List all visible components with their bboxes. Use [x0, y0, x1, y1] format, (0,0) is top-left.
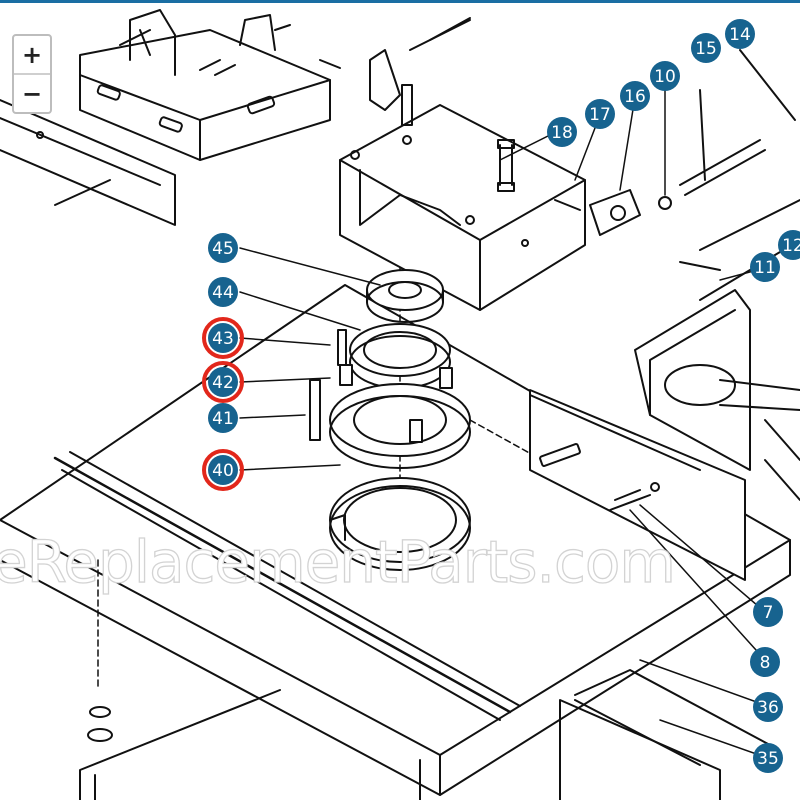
callout-bubble: [208, 233, 238, 263]
callout-label: 16: [624, 87, 646, 107]
zoom-out-button[interactable]: −: [21, 79, 43, 108]
callout-41[interactable]: 41: [208, 403, 238, 433]
callout-bubble: [725, 19, 755, 49]
zoom-control: + −: [12, 34, 52, 114]
callout-bubble: [753, 692, 783, 722]
callout-label: 15: [695, 39, 717, 59]
callout-bubble: [753, 743, 783, 773]
callout-7[interactable]: 7: [753, 597, 783, 627]
callout-label: 7: [763, 603, 774, 623]
callout-35[interactable]: 35: [753, 743, 783, 773]
callout-bubble: [778, 230, 800, 260]
callout-bubble: [620, 81, 650, 111]
callout-bubble: [585, 99, 615, 129]
callout-label: 10: [654, 67, 676, 87]
callout-label: 41: [212, 409, 234, 429]
zoom-divider: [14, 73, 50, 75]
top-accent-bar: [0, 0, 800, 3]
callout-10[interactable]: 10: [650, 61, 680, 91]
zoom-in-button[interactable]: +: [21, 40, 43, 69]
callout-18[interactable]: 18: [547, 117, 577, 147]
callout-45[interactable]: 45: [208, 233, 238, 263]
callout-16[interactable]: 16: [620, 81, 650, 111]
callout-14[interactable]: 14: [725, 19, 755, 49]
callout-44[interactable]: 44: [208, 277, 238, 307]
callout-36[interactable]: 36: [753, 692, 783, 722]
callout-label: 44: [212, 283, 234, 303]
callout-17[interactable]: 17: [585, 99, 615, 129]
callout-bubble: [208, 367, 238, 397]
watermark-text: eReplacementParts.com: [0, 528, 675, 596]
highlight-ring: [202, 317, 244, 359]
callout-markers: 45 44 43 42 41 40 18 17 16 15 14 10 11 12 7 8 36 35: [202, 19, 800, 773]
callout-label: 17: [589, 105, 611, 125]
callout-8[interactable]: 8: [750, 647, 780, 677]
callout-bubble: [691, 33, 721, 63]
callout-label: 11: [754, 258, 776, 278]
callout-label: 35: [757, 749, 779, 769]
callout-bubble: [750, 647, 780, 677]
callout-40[interactable]: 40: [202, 449, 244, 491]
callout-label: 42: [212, 373, 234, 393]
callout-bubble: [650, 61, 680, 91]
highlight-ring: [202, 449, 244, 491]
callout-bubble: [750, 252, 780, 282]
callout-42[interactable]: 42: [202, 361, 244, 403]
callout-bubble: [208, 277, 238, 307]
callout-label: 36: [757, 698, 779, 718]
callout-43[interactable]: 43: [202, 317, 244, 359]
callout-11[interactable]: 11: [750, 252, 780, 282]
callout-bubble: [547, 117, 577, 147]
callout-bubble: [208, 323, 238, 353]
highlight-ring: [202, 361, 244, 403]
callout-label: 18: [551, 123, 573, 143]
callout-12[interactable]: 12: [778, 230, 800, 260]
callout-label: 43: [212, 329, 234, 349]
callout-label: 40: [212, 461, 234, 481]
callout-label: 8: [760, 653, 771, 673]
callout-15[interactable]: 15: [691, 33, 721, 63]
callout-bubble: [208, 455, 238, 485]
line-drawing: [0, 9, 800, 800]
callout-label: 45: [212, 239, 234, 259]
callout-bubble: [753, 597, 783, 627]
callout-label: 14: [729, 25, 751, 45]
callout-bubble: [208, 403, 238, 433]
callout-label: 12: [782, 236, 800, 256]
